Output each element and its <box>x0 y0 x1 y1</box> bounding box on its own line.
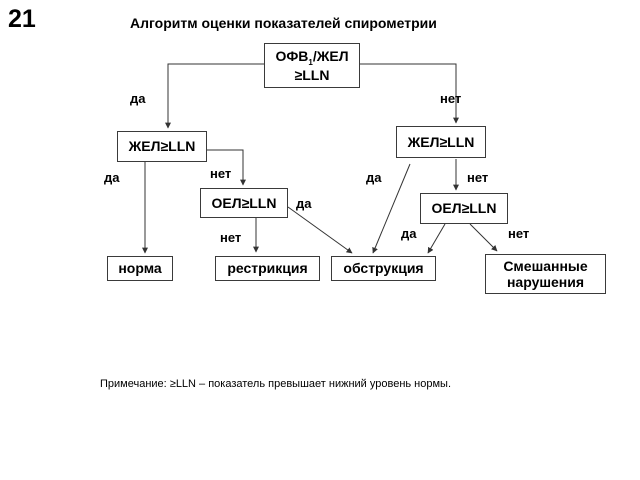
mixed-line1: Смешанные <box>503 257 588 274</box>
edge-fvc-left-to-tlc-left <box>206 149 246 186</box>
root-node-fev1-fvc: ОФВ1/ЖЕЛ ≥LLN <box>264 43 360 88</box>
edge-root-to-fvc-right <box>360 63 459 124</box>
tlc-right-node: ОЕЛ≥LLN <box>420 193 508 224</box>
label-fvc-left-no: нет <box>210 166 232 181</box>
label-tlc-right-yes: да <box>401 226 417 241</box>
slide-number: 21 <box>8 5 36 33</box>
tlc-left-node: ОЕЛ≥LLN <box>200 188 288 218</box>
label-root-yes: да <box>130 91 146 106</box>
root-node-line1: ОФВ1/ЖЕЛ <box>275 47 349 67</box>
label-tlc-right-no: нет <box>508 226 530 241</box>
mixed-line2: нарушения <box>506 274 585 290</box>
edge-tlc-right-to-mixed <box>469 223 498 252</box>
footnote: Примечание: ≥LLN – показатель превышает … <box>100 378 452 390</box>
diagram-title: Алгоритм оценки показателей спирометрии <box>130 15 437 31</box>
label-tlc-left-yes: да <box>296 196 312 211</box>
label-tlc-left-no: нет <box>220 230 242 245</box>
label-root-no: нет <box>440 91 462 106</box>
normal-result-node: норма <box>107 256 173 281</box>
obstruction-result-node: обструкция <box>331 256 436 281</box>
fvc-left-node: ЖЕЛ≥LLN <box>117 131 207 162</box>
edge-fvc-right-to-obstruction <box>372 163 411 254</box>
mixed-result-node: Смешанные нарушения <box>485 254 606 294</box>
fvc-right-node: ЖЕЛ≥LLN <box>396 126 486 158</box>
edge-tlc-right-to-obstruction <box>427 223 446 254</box>
root-node-line2: ≥LLN <box>294 66 330 83</box>
label-fvc-right-no: нет <box>467 170 489 185</box>
edge-tlc-left-to-obstruction <box>287 206 353 254</box>
label-fvc-right-yes: да <box>366 170 382 185</box>
edge-root-to-fvc-left <box>165 63 264 129</box>
label-fvc-left-yes: да <box>104 170 120 185</box>
restriction-result-node: рестрикция <box>215 256 320 281</box>
